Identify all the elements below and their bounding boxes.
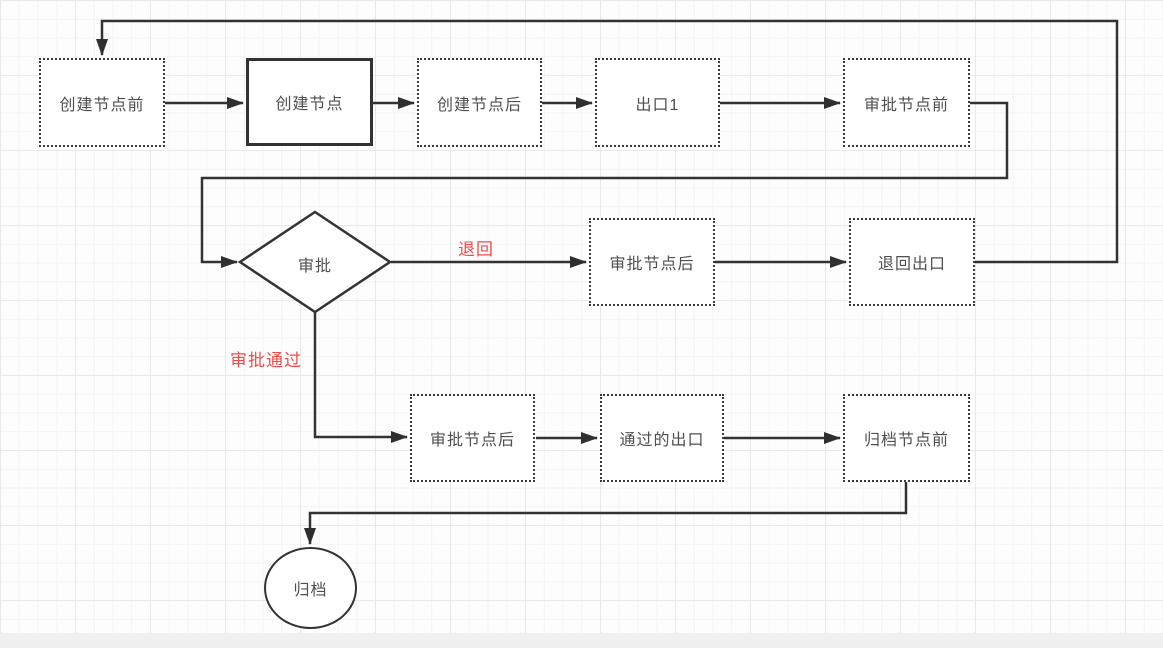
node-label: 创建节点 [275, 96, 344, 113]
node-label: 通过的出口 [619, 432, 705, 449]
edge-reject-exit-loop-to-create-before [96, 19, 1119, 264]
node-label: 审批节点后 [609, 256, 695, 273]
node-label: 创建节点后 [436, 96, 522, 114]
node-reject-exit[interactable]: 退回出口 [849, 218, 975, 306]
node-approve-after-pass[interactable]: 审批节点后 [410, 394, 535, 482]
node-create-after[interactable]: 创建节点后 [417, 58, 542, 147]
node-approve-label[interactable]: 审批 [297, 258, 332, 275]
node-archive[interactable]: 归档 [264, 547, 357, 629]
node-label: 创建节点前 [59, 96, 145, 114]
node-label: 退回出口 [877, 256, 946, 273]
node-label: 归档 [293, 582, 328, 599]
node-label: 归档节点前 [863, 432, 949, 449]
bottom-bar [0, 633, 1163, 648]
node-create[interactable]: 创建节点 [246, 58, 373, 146]
node-label: 审批节点后 [429, 432, 515, 449]
node-create-before[interactable]: 创建节点前 [39, 58, 165, 147]
node-approve-after-reject[interactable]: 审批节点后 [589, 218, 715, 306]
node-label: 出口1 [635, 96, 680, 114]
node-approve-before[interactable]: 审批节点前 [843, 58, 970, 147]
node-pass-exit[interactable]: 通过的出口 [600, 394, 724, 482]
edge-approve-before-to-approve [200, 101, 1009, 268]
edge-label-pass[interactable]: 审批通过 [230, 351, 302, 370]
node-label: 审批节点前 [863, 96, 949, 114]
edge-label-reject[interactable]: 退回 [458, 240, 494, 259]
approve-diamond-shape[interactable] [237, 210, 393, 314]
edge-archive-before-to-archive [304, 482, 908, 545]
node-archive-before[interactable]: 归档节点前 [843, 394, 970, 482]
node-exit1[interactable]: 出口1 [595, 58, 720, 147]
edge-approve-to-approve-after-pass [313, 312, 408, 443]
